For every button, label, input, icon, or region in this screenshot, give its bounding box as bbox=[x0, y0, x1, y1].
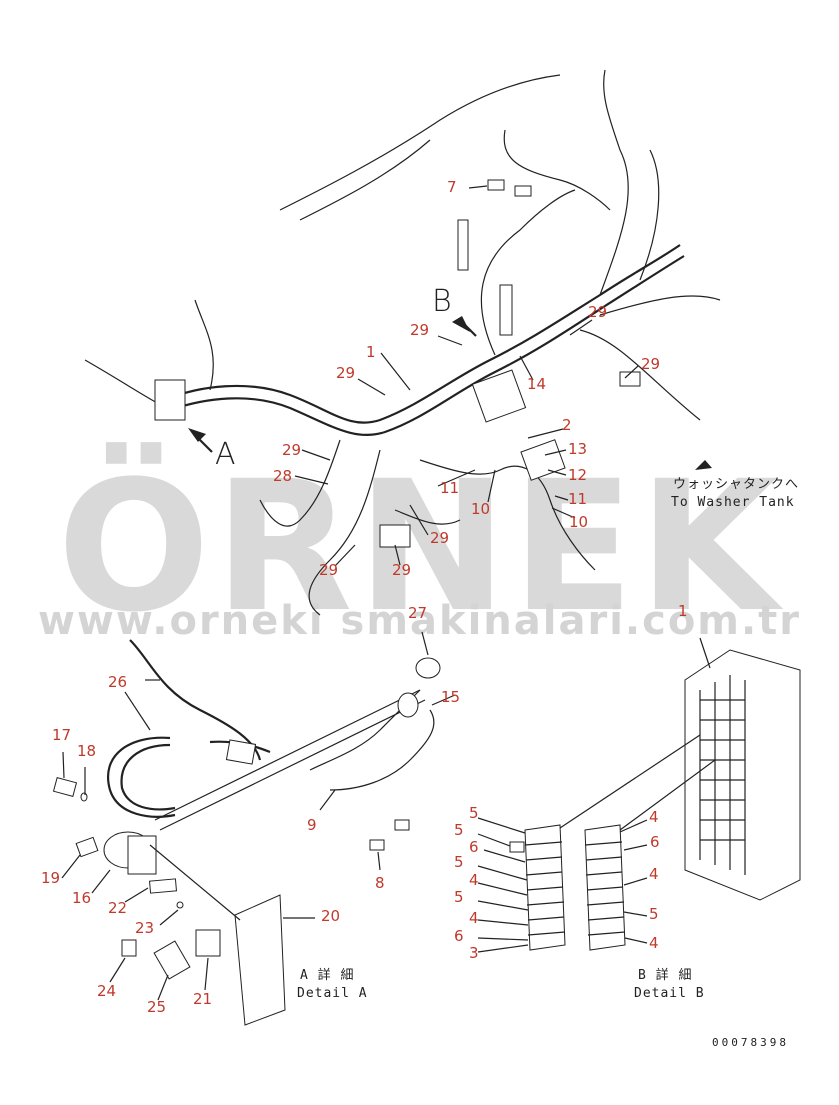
callout-6: 6 bbox=[454, 927, 464, 945]
detail-a-jp: A 詳 細 bbox=[300, 968, 355, 983]
callout-19: 19 bbox=[41, 869, 61, 887]
callout-8: 8 bbox=[375, 874, 385, 892]
callout-4: 4 bbox=[649, 865, 659, 883]
detail-a-drawing bbox=[52, 631, 456, 1026]
view-label-b: B bbox=[432, 284, 452, 319]
main-harness bbox=[84, 69, 721, 616]
callout-4: 4 bbox=[649, 808, 659, 826]
callout-27: 27 bbox=[408, 604, 428, 622]
callout-12: 12 bbox=[568, 466, 588, 484]
callout-4: 4 bbox=[469, 871, 479, 889]
callout-21: 21 bbox=[193, 990, 213, 1008]
callout-20: 20 bbox=[321, 907, 341, 925]
callout-22: 22 bbox=[108, 899, 128, 917]
detail-b-jp: B 詳 細 bbox=[638, 968, 693, 983]
watermark-brand: ÖRNEK bbox=[57, 443, 782, 652]
callout-1: 1 bbox=[366, 343, 376, 361]
view-arrows bbox=[188, 316, 712, 470]
callout-18: 18 bbox=[77, 742, 97, 760]
callout-29: 29 bbox=[641, 355, 661, 373]
callout-29: 29 bbox=[410, 321, 430, 339]
callout-23: 23 bbox=[135, 919, 155, 937]
callout-5: 5 bbox=[454, 853, 464, 871]
drawing-code: 00078398 bbox=[712, 1036, 789, 1049]
detail-b-en: Detail B bbox=[634, 986, 705, 1001]
callout-10: 10 bbox=[569, 513, 589, 531]
callout-2: 2 bbox=[562, 416, 572, 434]
callout-6: 6 bbox=[650, 833, 660, 851]
callout-6: 6 bbox=[469, 838, 479, 856]
washer-tank-en: To Washer Tank bbox=[671, 495, 795, 510]
callout-4: 4 bbox=[469, 909, 479, 927]
callout-29: 29 bbox=[319, 561, 339, 579]
watermark-url: www.orneki smakinalari.com.tr bbox=[37, 598, 802, 644]
washer-tank-jp: ウォッシャタンクへ bbox=[673, 477, 800, 492]
callout-16: 16 bbox=[72, 889, 92, 907]
callout-13: 13 bbox=[568, 440, 588, 458]
callout-17: 17 bbox=[52, 726, 72, 744]
callout-26: 26 bbox=[108, 673, 128, 691]
callout-11: 11 bbox=[440, 479, 460, 497]
callout-9: 9 bbox=[307, 816, 317, 834]
callout-1: 1 bbox=[678, 602, 688, 620]
callout-5: 5 bbox=[649, 905, 659, 923]
callout-15: 15 bbox=[441, 688, 461, 706]
callout-29: 29 bbox=[282, 441, 302, 459]
leader-lines-top bbox=[294, 185, 639, 567]
callout-24: 24 bbox=[97, 982, 117, 1000]
view-label-a: A bbox=[215, 437, 236, 472]
callout-5: 5 bbox=[454, 821, 464, 839]
callout-29: 29 bbox=[430, 529, 450, 547]
callout-29: 29 bbox=[392, 561, 412, 579]
detail-a-en: Detail A bbox=[297, 986, 368, 1001]
callout-11: 11 bbox=[568, 490, 588, 508]
callout-29: 29 bbox=[588, 303, 608, 321]
callout-4: 4 bbox=[649, 934, 659, 952]
callout-3: 3 bbox=[469, 944, 479, 962]
callout-10: 10 bbox=[471, 500, 491, 518]
callout-29: 29 bbox=[336, 364, 356, 382]
callout-28: 28 bbox=[273, 467, 293, 485]
callout-5: 5 bbox=[469, 804, 479, 822]
detail-b-drawing bbox=[477, 637, 801, 953]
callout-25: 25 bbox=[147, 998, 167, 1016]
callout-5: 5 bbox=[454, 888, 464, 906]
callout-14: 14 bbox=[527, 375, 547, 393]
callout-7: 7 bbox=[447, 178, 457, 196]
